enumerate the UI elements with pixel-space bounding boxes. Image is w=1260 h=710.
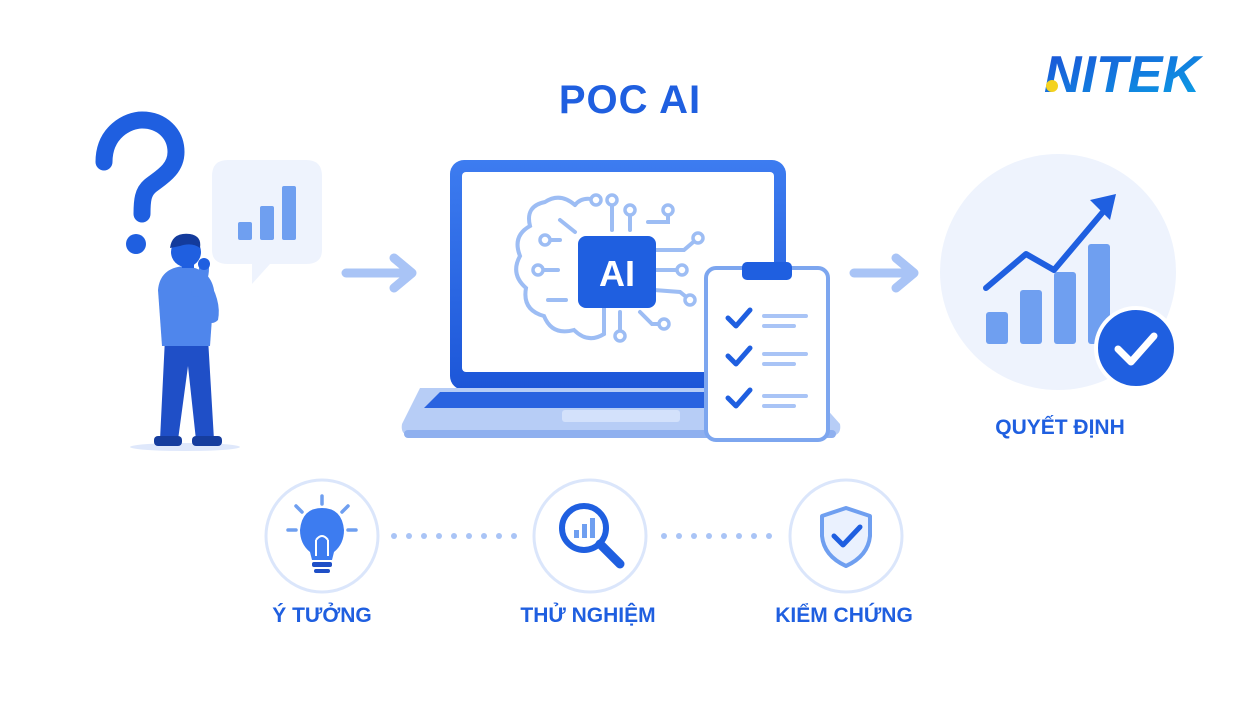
circuit-nodes bbox=[531, 193, 705, 343]
nitek-logo: NITEK bbox=[1044, 46, 1203, 104]
clipboard-checklist-icon bbox=[704, 262, 830, 442]
dotted-connector bbox=[391, 533, 772, 539]
magnifier-chart-icon bbox=[532, 478, 648, 594]
page-title: POC AI bbox=[558, 78, 702, 122]
thinking-person bbox=[95, 111, 322, 451]
decision-label: QUYẾT ĐỊNH bbox=[995, 416, 1125, 439]
arrow-right-icon bbox=[341, 253, 417, 293]
ai-badge-text: AI bbox=[599, 253, 635, 294]
ai-chip bbox=[578, 236, 656, 308]
speech-bubble bbox=[212, 160, 322, 284]
arrow-right-icon bbox=[849, 253, 919, 293]
question-mark-icon bbox=[95, 111, 185, 254]
logo-dot bbox=[1046, 80, 1058, 92]
logo-text: NITEK bbox=[1044, 46, 1203, 104]
shield-check-icon bbox=[788, 478, 904, 594]
step-label-test: THỬ NGHIỆM bbox=[520, 604, 656, 627]
step-label-idea: Ý TƯỞNG bbox=[272, 604, 372, 627]
step-label-verify: KIỂM CHỨNG bbox=[775, 604, 913, 627]
check-circle-icon bbox=[1094, 306, 1178, 390]
lightbulb-icon bbox=[264, 478, 380, 594]
